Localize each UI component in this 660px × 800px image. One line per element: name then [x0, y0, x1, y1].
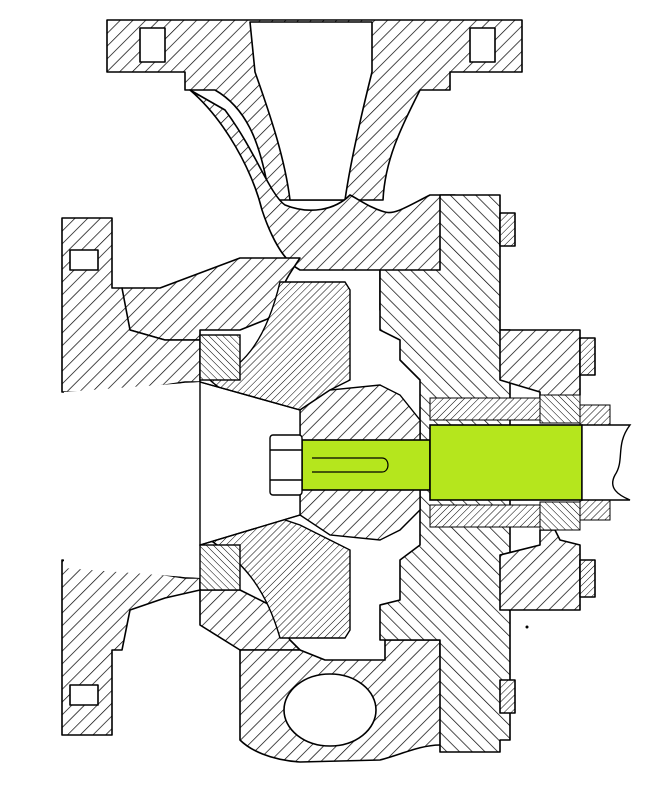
seal-spring-upper [429, 397, 541, 421]
bolt-upper [579, 337, 596, 376]
seal-sleeve-end-upper [579, 404, 611, 426]
casing-lower-left [199, 589, 301, 651]
suction-bolt-hole-bottom [69, 684, 99, 706]
shaft-break-end [581, 424, 632, 501]
volute-channel-lower [283, 673, 377, 747]
shaft-keyway [312, 457, 389, 473]
suction-bolt-hole-top [69, 249, 99, 271]
bolt-bottom [499, 679, 516, 714]
wear-ring-upper [199, 334, 241, 381]
seal-gland-upper [539, 394, 581, 424]
volute-casing [189, 89, 456, 311]
discharge-bolt-hole-left [139, 27, 166, 63]
bolt-lower [579, 559, 596, 598]
wear-ring-lower [199, 544, 241, 591]
casing [61, 19, 596, 763]
shaft-front-section [301, 439, 431, 491]
dot-marker [525, 625, 529, 629]
suction-inlet [64, 382, 200, 578]
mechanical-seal [429, 394, 611, 531]
seal-spring-lower [429, 504, 541, 528]
seal-housing-lower [499, 529, 581, 611]
seal-gland-lower [539, 501, 581, 531]
shaft-main-section [429, 424, 583, 501]
bolt-top [499, 212, 516, 247]
suction-flange-lower [61, 559, 201, 736]
seal-sleeve-end-lower [579, 499, 611, 521]
impeller-nut [269, 434, 303, 496]
discharge-bolt-hole-right [469, 27, 496, 63]
shaft [301, 424, 583, 501]
